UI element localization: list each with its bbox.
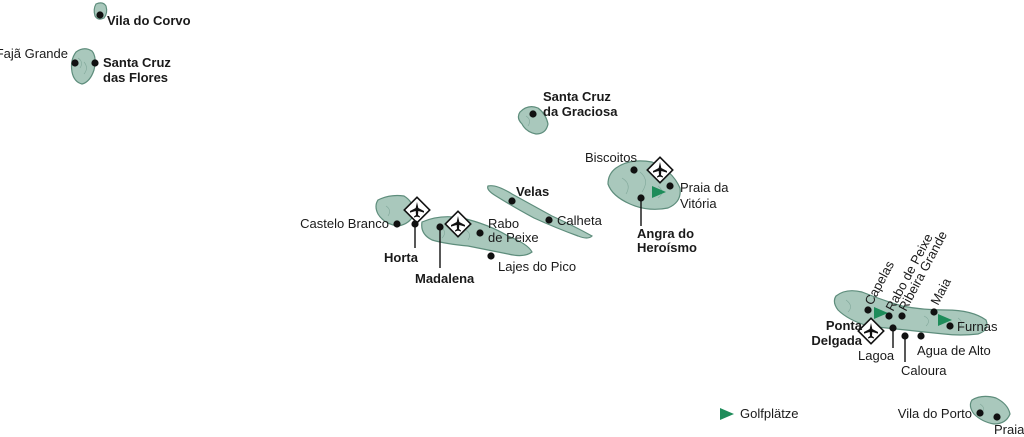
dot-lagoa bbox=[889, 324, 897, 332]
label-angra-line2: Heroísmo bbox=[637, 240, 697, 255]
golf-flag-icon-sao-miguel-west bbox=[874, 307, 888, 319]
island-faial bbox=[375, 194, 415, 227]
dot-velas bbox=[508, 197, 516, 205]
label-angra-line1: Angra do bbox=[637, 226, 694, 241]
legend: Golfplätze bbox=[720, 406, 799, 421]
dot-agua-de-alto bbox=[917, 332, 925, 340]
label-praia: Praia bbox=[994, 422, 1024, 437]
label-vila-do-corvo: Vila do Corvo bbox=[107, 13, 191, 28]
label-agua-de-alto: Agua de Alto bbox=[917, 343, 991, 358]
label-vila-do-porto: Vila do Porto bbox=[898, 406, 972, 421]
dot-horta bbox=[411, 220, 419, 228]
dot-caloura bbox=[901, 332, 909, 340]
label-madalena: Madalena bbox=[415, 271, 475, 286]
label-ponta-delgada-line2: Delgada bbox=[811, 333, 862, 348]
label-santa-cruz-flores-line1: Santa Cruz bbox=[103, 55, 171, 70]
label-rabo-de-peixe-pico-line1: Rabo bbox=[488, 216, 519, 231]
label-maia: Maia bbox=[927, 275, 954, 308]
dot-vila-do-porto bbox=[976, 409, 984, 417]
label-santa-cruz-graciosa-line2: da Graciosa bbox=[543, 104, 618, 119]
golf-flag-icon-terceira bbox=[652, 186, 666, 198]
golf-flag-icon-sao-miguel-east bbox=[938, 314, 952, 326]
label-velas: Velas bbox=[516, 184, 549, 199]
dot-castelo-branco bbox=[393, 220, 401, 228]
legend-golf-label: Golfplätze bbox=[740, 406, 799, 421]
label-santa-cruz-flores-line2: das Flores bbox=[103, 70, 168, 85]
dot-praia-da-vitoria bbox=[666, 182, 674, 190]
label-praia-da-vitoria-line1: Praia da bbox=[680, 180, 729, 195]
label-santa-cruz-graciosa-line1: Santa Cruz bbox=[543, 89, 611, 104]
label-faja-grande: Fajã Grande bbox=[0, 46, 68, 61]
town-dots bbox=[71, 11, 1001, 421]
label-lajes-do-pico: Lajes do Pico bbox=[498, 259, 576, 274]
dot-ribeira-grande bbox=[898, 312, 906, 320]
dot-santa-cruz-graciosa bbox=[529, 110, 537, 118]
golf-legend-icon bbox=[720, 408, 734, 420]
label-calheta: Calheta bbox=[557, 213, 603, 228]
island-graciosa bbox=[517, 106, 549, 135]
dot-faja-grande bbox=[71, 59, 79, 67]
label-praia-da-vitoria-line2: Vitória bbox=[680, 196, 717, 211]
dot-rabo-de-peixe-pico bbox=[476, 229, 484, 237]
dot-lajes-do-pico bbox=[487, 252, 495, 260]
label-rabo-de-peixe-pico-line2: de Peixe bbox=[488, 230, 539, 245]
dot-vila-do-corvo bbox=[96, 11, 104, 19]
island-santa-maria bbox=[969, 395, 1011, 425]
dot-rabo-de-peixe bbox=[885, 312, 893, 320]
label-ponta-delgada-line1: Ponta bbox=[826, 318, 863, 333]
dot-maia bbox=[930, 308, 938, 316]
dot-madalena bbox=[436, 223, 444, 231]
dot-capelas bbox=[864, 306, 872, 314]
dot-angra-do-heroismo bbox=[637, 194, 645, 202]
dot-praia bbox=[993, 413, 1001, 421]
label-biscoitos: Biscoitos bbox=[585, 150, 638, 165]
label-furnas: Furnas bbox=[957, 319, 998, 334]
dot-calheta bbox=[545, 216, 553, 224]
island-flores bbox=[70, 48, 96, 85]
label-horta: Horta bbox=[384, 250, 419, 265]
dot-furnas bbox=[946, 322, 954, 330]
dot-biscoitos bbox=[630, 166, 638, 174]
label-castelo-branco: Castelo Branco bbox=[300, 216, 389, 231]
dot-santa-cruz-flores bbox=[91, 59, 99, 67]
label-lagoa: Lagoa bbox=[858, 348, 895, 363]
label-caloura: Caloura bbox=[901, 363, 947, 378]
